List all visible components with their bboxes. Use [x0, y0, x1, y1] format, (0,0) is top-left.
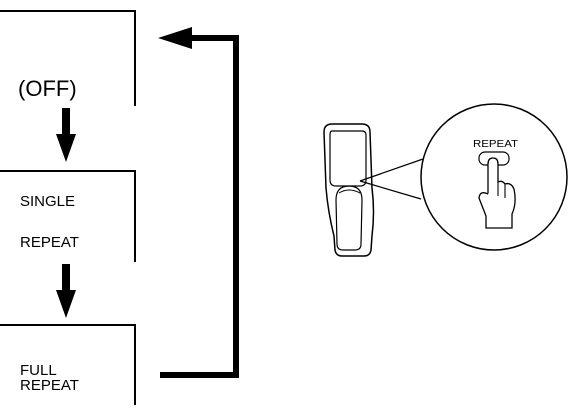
- mode-label-single-line2: REPEAT: [20, 234, 79, 251]
- mode-label-off: (OFF): [18, 76, 77, 101]
- remote-control-icon: [323, 123, 375, 257]
- mode-label-single-line1: SINGLE: [20, 193, 75, 210]
- mode-box-off: (OFF): [0, 10, 136, 106]
- pressing-finger-icon: [478, 157, 516, 229]
- repeat-button-label: REPEAT: [473, 139, 518, 150]
- mode-box-single-repeat: SINGLE REPEAT: [0, 170, 136, 262]
- down-arrow-icon: [56, 264, 76, 318]
- mode-box-full-repeat: FULL REPEAT: [0, 324, 136, 405]
- loop-arrow-icon: [158, 27, 239, 378]
- callout-pointer: [359, 158, 424, 200]
- mode-label-full-line2: REPEAT: [20, 377, 79, 394]
- down-arrow-icon: [56, 108, 76, 162]
- mode-label-full-line1: FULL: [20, 362, 57, 379]
- magnified-callout: REPEAT: [420, 103, 568, 251]
